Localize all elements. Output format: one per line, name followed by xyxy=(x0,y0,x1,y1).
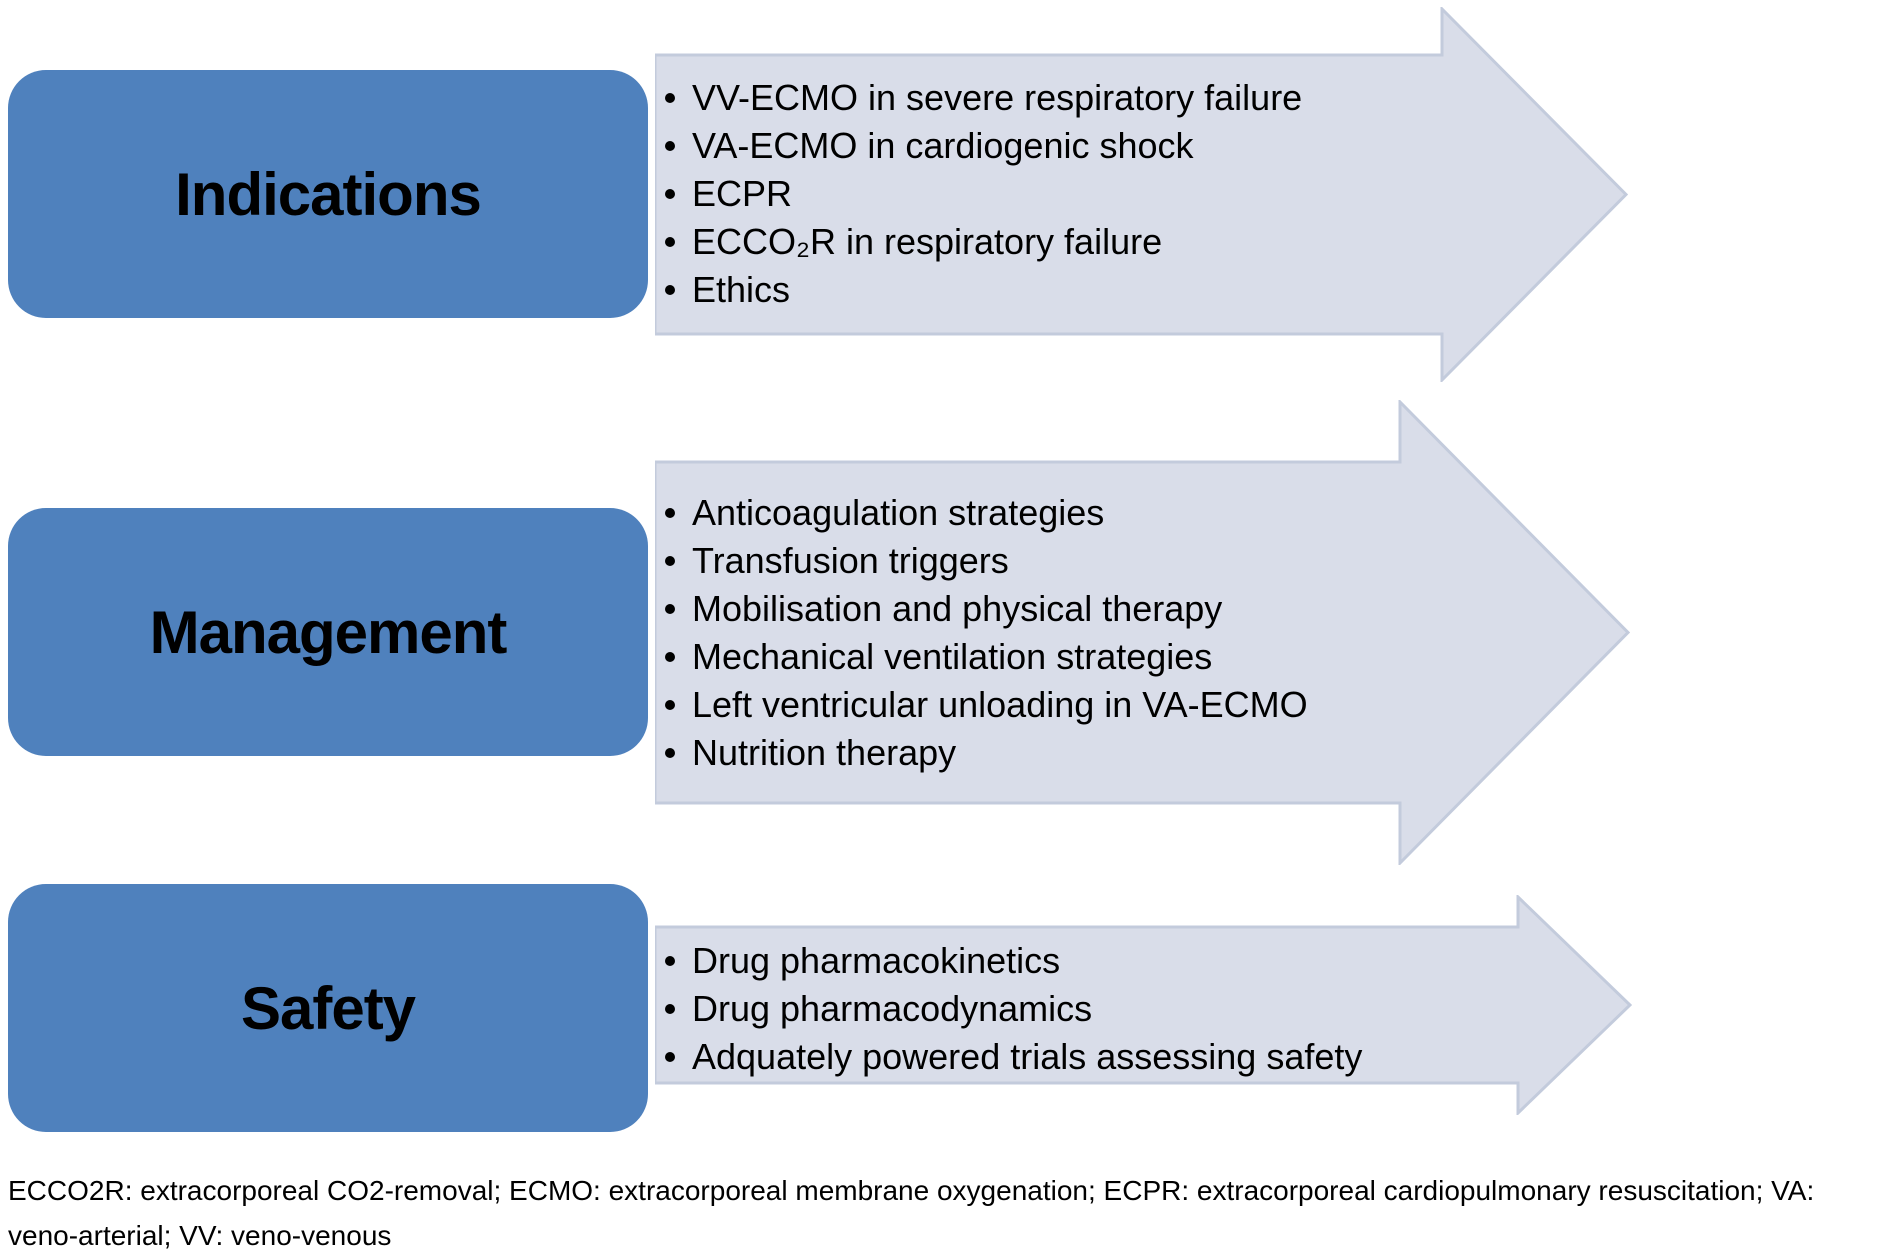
bullet-list-indications: VV-ECMO in severe respiratory failure VA… xyxy=(662,55,1432,333)
bullet-dot-icon xyxy=(665,141,675,151)
bullet-list-safety: Drug pharmacokinetics Drug pharmacodynam… xyxy=(662,927,1522,1090)
bullet-text: Mobilisation and physical therapy xyxy=(692,587,1223,629)
bullet-text: ECPR xyxy=(692,173,793,214)
bullet-item: ECPR xyxy=(662,170,1432,218)
bullet-text: Nutrition therapy xyxy=(692,731,957,773)
bullet-text: VV-ECMO in severe respiratory failure xyxy=(692,77,1303,118)
right-arrow-icon xyxy=(655,895,1632,1115)
bullet-text: Adquately powered trials assessing safet… xyxy=(692,1035,1363,1077)
bullet-item: Mobilisation and physical therapy xyxy=(662,585,1432,633)
bullet-text: Transfusion triggers xyxy=(692,539,1009,581)
stage-label-management: Management xyxy=(149,598,508,666)
right-arrow-icon xyxy=(655,400,1630,865)
bullet-dot-icon xyxy=(665,747,675,758)
bullet-dot-icon xyxy=(665,237,675,247)
abbreviations-footnote: ECCO2R: extracorporeal CO2-removal; ECMO… xyxy=(8,1175,1815,1251)
arrow-shape-safety xyxy=(655,895,1632,1115)
bullet-item: ECCO₂R in respiratory failure xyxy=(662,218,1432,266)
bullet-item: Drug pharmacodynamics xyxy=(662,985,1522,1033)
bullet-text: ECCO₂R in respiratory failure xyxy=(692,221,1163,262)
bullet-dot-icon xyxy=(665,93,675,103)
stage-box-indications: Indications xyxy=(8,70,648,318)
bullet-dot-icon xyxy=(665,285,675,295)
bullet-dot-icon xyxy=(665,603,675,614)
bullet-dot-icon xyxy=(665,1051,675,1062)
bullet-dot-icon xyxy=(665,651,675,662)
bullet-item: VV-ECMO in severe respiratory failure xyxy=(662,74,1432,122)
stage-box-safety: Safety xyxy=(8,884,648,1132)
bullet-dot-icon xyxy=(665,699,675,710)
arrow-shape-management xyxy=(655,400,1630,865)
bullet-item: Nutrition therapy xyxy=(662,729,1432,777)
bullet-text: Ethics xyxy=(692,269,791,310)
bullet-dot-icon xyxy=(665,955,675,966)
bullet-item: VA-ECMO in cardiogenic shock xyxy=(662,122,1432,170)
bullet-item: Transfusion triggers xyxy=(662,537,1432,585)
stage-label-indications: Indications xyxy=(175,160,482,228)
stage-box-management: Management xyxy=(8,508,648,756)
bullet-dot-icon xyxy=(665,507,675,518)
stage-label-safety: Safety xyxy=(240,974,416,1042)
bullet-item: Left ventricular unloading in VA-ECMO xyxy=(662,681,1432,729)
right-arrow-icon xyxy=(655,7,1628,382)
bullet-item: Ethics xyxy=(662,266,1432,314)
bullet-dot-icon xyxy=(665,555,675,566)
bullet-dot-icon xyxy=(665,189,675,199)
bullet-text: Drug pharmacodynamics xyxy=(692,987,1093,1029)
bullet-dot-icon xyxy=(665,1003,675,1014)
bullet-item: Drug pharmacokinetics xyxy=(662,937,1522,985)
bullet-text: Anticoagulation strategies xyxy=(692,491,1105,533)
bullet-item: Anticoagulation strategies xyxy=(662,489,1432,537)
bullet-text: Drug pharmacokinetics xyxy=(692,939,1061,981)
bullet-text: VA-ECMO in cardiogenic shock xyxy=(692,125,1194,166)
bullet-item: Mechanical ventilation strategies xyxy=(662,633,1432,681)
bullet-text: Left ventricular unloading in VA-ECMO xyxy=(692,683,1308,725)
bullet-list-management: Anticoagulation strategies Transfusion t… xyxy=(662,462,1432,803)
bullet-text: Mechanical ventilation strategies xyxy=(692,635,1213,677)
arrow-shape-indications xyxy=(655,7,1628,382)
bullet-item: Adquately powered trials assessing safet… xyxy=(662,1033,1522,1081)
